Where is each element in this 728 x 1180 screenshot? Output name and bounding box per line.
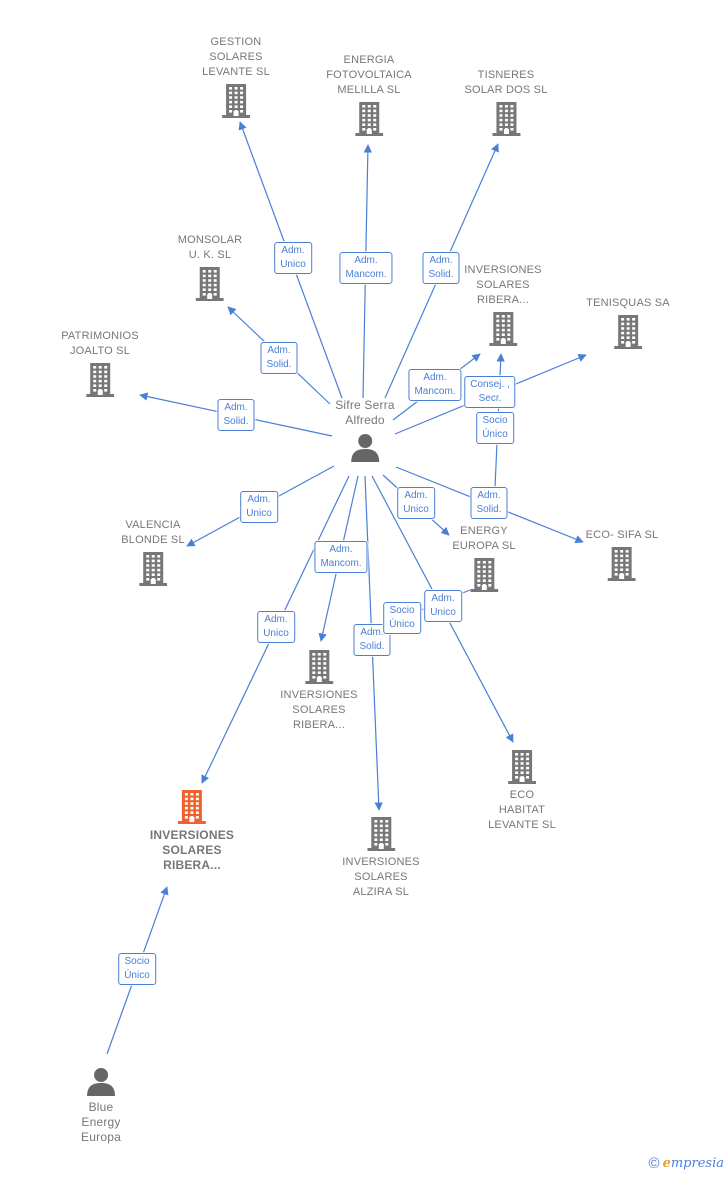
building-icon xyxy=(613,315,642,349)
building-icon xyxy=(177,790,206,824)
relation-badge[interactable]: Consej. , Secr. xyxy=(464,376,516,408)
node-ecosifa[interactable]: ECO- SIFA SL xyxy=(586,528,659,581)
building-icon xyxy=(355,102,383,136)
brand-logo: empresia xyxy=(663,1156,724,1171)
relation-badge[interactable]: Adm. Mancom. xyxy=(408,369,462,401)
node-label: PATRIMONIOS JOALTO SL xyxy=(61,330,139,357)
node-tisneres[interactable]: TISNERES SOLAR DOS SL xyxy=(464,68,547,136)
relation-badge[interactable]: Socio Único xyxy=(118,953,156,985)
building-icon xyxy=(507,750,536,784)
node-label: Blue Energy Europa xyxy=(81,1100,121,1144)
building-icon xyxy=(304,650,333,684)
relation-badge[interactable]: Adm. Unico xyxy=(257,611,295,643)
building-icon xyxy=(470,558,498,592)
building-icon xyxy=(138,552,167,586)
node-label: INVERSIONES SOLARES RIBERA... xyxy=(280,689,358,731)
node-label: INVERSIONES SOLARES RIBERA... xyxy=(464,264,542,306)
relation-badge[interactable]: Adm. Solid. xyxy=(260,342,298,374)
relation-badge[interactable]: Adm. Unico xyxy=(240,491,278,523)
node-label: ECO- SIFA SL xyxy=(585,529,659,541)
node-label: INVERSIONES SOLARES RIBERA... xyxy=(149,828,235,872)
node-energy-eu[interactable]: ENERGY EUROPA SL xyxy=(452,524,515,592)
node-label: TISNERES SOLAR DOS SL xyxy=(464,69,548,96)
node-label: Sifre Serra Alfredo xyxy=(335,398,395,427)
relation-badge[interactable]: Adm. Solid. xyxy=(470,487,508,519)
building-icon xyxy=(221,84,250,118)
footer-brand: © empresia xyxy=(649,1155,724,1172)
relation-badge[interactable]: Adm. Unico xyxy=(397,487,435,519)
building-icon xyxy=(196,267,224,301)
building-icon xyxy=(491,102,520,136)
node-label: GESTION SOLARES LEVANTE SL xyxy=(202,36,270,78)
node-blue[interactable]: Blue Energy Europa xyxy=(81,1066,121,1145)
building-icon xyxy=(607,547,636,581)
brand-initial: e xyxy=(662,1156,671,1171)
person-icon xyxy=(86,1066,116,1096)
node-inv-mid[interactable]: INVERSIONES SOLARES RIBERA... xyxy=(280,650,357,733)
brand-rest: mpresia xyxy=(670,1156,724,1171)
node-sifre[interactable]: Sifre Serra Alfredo xyxy=(335,398,395,462)
person-icon xyxy=(350,432,380,462)
node-inv-alzira[interactable]: INVERSIONES SOLARES ALZIRA SL xyxy=(342,817,419,900)
node-patrimonios[interactable]: PATRIMONIOS JOALTO SL xyxy=(61,329,139,397)
node-label: ECO HABITAT LEVANTE SL xyxy=(488,789,556,831)
node-label: ENERGY EUROPA SL xyxy=(452,525,516,552)
node-label: INVERSIONES SOLARES ALZIRA SL xyxy=(342,856,420,898)
building-icon xyxy=(488,312,517,346)
relation-badge[interactable]: Adm. Solid. xyxy=(422,252,460,284)
node-energia[interactable]: ENERGIA FOTOVOLTAICA MELILLA SL xyxy=(326,53,412,136)
node-label: TENISQUAS SA xyxy=(586,297,670,309)
relation-badge[interactable]: Adm. Unico xyxy=(274,242,312,274)
node-label: VALENCIA BLONDE SL xyxy=(121,519,185,546)
node-gestion[interactable]: GESTION SOLARES LEVANTE SL xyxy=(202,35,270,118)
node-eco-habitat[interactable]: ECO HABITAT LEVANTE SL xyxy=(488,750,556,833)
node-valencia[interactable]: VALENCIA BLONDE SL xyxy=(121,518,185,586)
relation-badge[interactable]: Adm. Mancom. xyxy=(314,541,368,573)
node-inv-top[interactable]: INVERSIONES SOLARES RIBERA... xyxy=(464,263,541,346)
relation-badge[interactable]: Socio Único xyxy=(383,602,421,634)
relation-badge[interactable]: Adm. Mancom. xyxy=(339,252,393,284)
relation-badge[interactable]: Socio Único xyxy=(476,412,514,444)
copyright-symbol: © xyxy=(648,1155,660,1172)
node-monsolar[interactable]: MONSOLAR U. K. SL xyxy=(178,233,243,301)
node-tenisquas[interactable]: TENISQUAS SA xyxy=(586,296,670,349)
building-icon xyxy=(366,817,395,851)
relation-badge[interactable]: Adm. Solid. xyxy=(217,399,255,431)
node-label: MONSOLAR U. K. SL xyxy=(177,234,243,261)
building-icon xyxy=(85,363,114,397)
relation-badge[interactable]: Adm. Unico xyxy=(424,590,462,622)
node-inv-main[interactable]: INVERSIONES SOLARES RIBERA... xyxy=(150,790,234,873)
node-label: ENERGIA FOTOVOLTAICA MELILLA SL xyxy=(326,54,412,96)
